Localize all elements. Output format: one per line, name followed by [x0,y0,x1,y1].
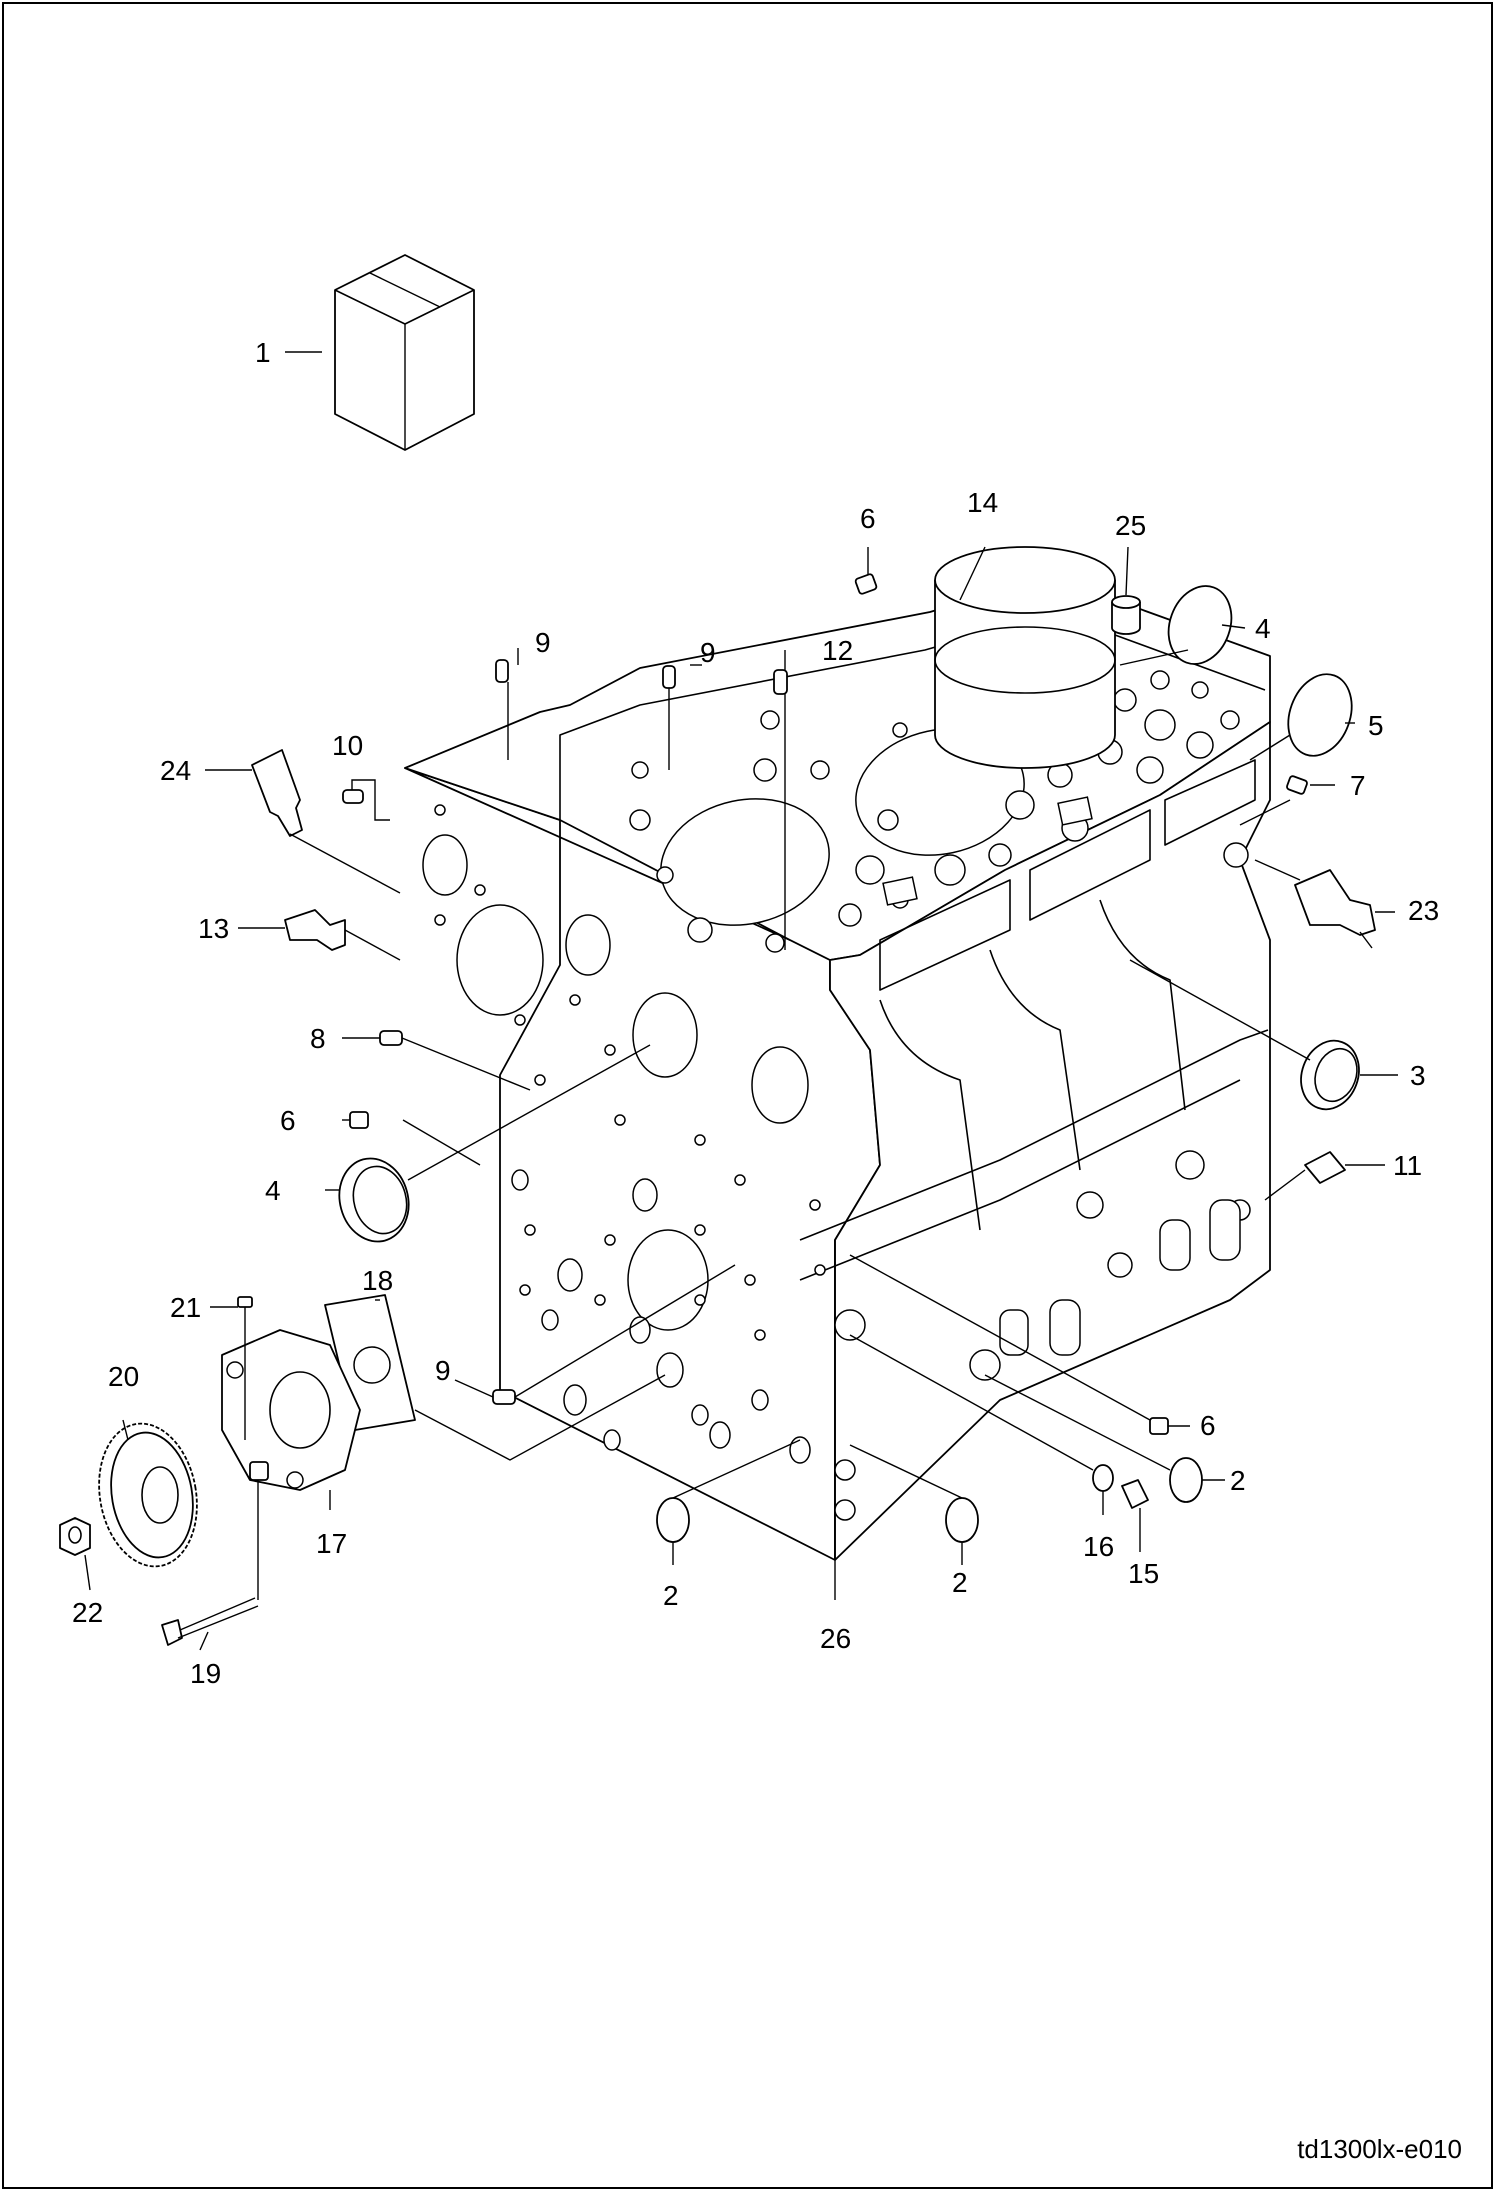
callout-2-middle: 2 [952,1567,968,1598]
callout-2-left: 2 [663,1580,679,1611]
callout-11: 11 [1393,1150,1422,1181]
part-23-sender [1294,869,1376,949]
part-24-sensor [251,749,401,894]
part-21-key [237,1296,253,1308]
callout-19: 19 [190,1658,221,1689]
callout-9-c: 9 [435,1355,451,1386]
part-25-plug [1111,595,1141,635]
part-3-seal [1300,1039,1360,1111]
callout-4-lower: 4 [265,1175,281,1206]
callout-12: 12 [822,635,853,666]
callout-22: 22 [72,1597,103,1628]
part-8-pin [379,1030,403,1046]
callout-6-left: 6 [280,1105,296,1136]
callout-17: 17 [316,1528,347,1559]
part-20-gear [98,1422,198,1568]
figure-reference: td1300lx-e010 [1297,2134,1462,2164]
callout-9-b: 9 [700,637,716,668]
callout-9-a: 9 [535,627,551,658]
callout-10: 10 [332,730,363,761]
part-6-set-screw-left [349,1111,369,1129]
callout-14: 14 [967,487,998,518]
callout-21: 21 [170,1292,201,1323]
callout-18: 18 [362,1265,393,1296]
part-9-dowel-pin-a [495,659,509,683]
callout-16: 16 [1083,1531,1114,1562]
callout-20: 20 [108,1361,139,1392]
callout-7: 7 [1350,770,1366,801]
part-12-dowel-pin [773,669,788,695]
callout-5: 5 [1368,710,1384,741]
part-26-cylinder-block [404,569,1271,1561]
part-2-plug-a [656,1497,690,1543]
part-9-dowel-pin-c [492,1389,516,1405]
part-10-pin [342,789,364,804]
callout-15: 15 [1128,1558,1159,1589]
part-17-oil-pump [221,1329,361,1491]
part-16-washer [1092,1464,1114,1492]
callout-23: 23 [1408,895,1439,926]
callout-labels: 1 14 25 6 4 5 9 9 12 10 24 7 23 13 3 8 6… [72,337,1439,1689]
callout-24: 24 [160,755,191,786]
callout-6-top: 6 [860,503,876,534]
part-4-seal-upper [1167,585,1233,665]
part-13-pressure-switch [284,909,346,951]
callout-3: 3 [1410,1060,1426,1091]
callout-2-right: 2 [1230,1465,1246,1496]
callout-6-right: 6 [1200,1410,1216,1441]
callout-13: 13 [198,913,229,944]
callout-8: 8 [310,1023,326,1054]
part-6-set-screw-top [854,573,878,595]
part-19-bolt [161,1461,269,1646]
part-4-seal-lower [338,1157,410,1243]
part-9-dowel-pin-b [662,665,676,689]
part-5-cover-plate [1287,673,1353,757]
leader-lines [84,351,1398,1651]
part-7-plug [1286,775,1308,795]
part-14-cylinder-liner [934,546,1116,769]
part-11-bushing [1304,1151,1346,1184]
callout-26: 26 [820,1623,851,1654]
part-22-nut [59,1517,91,1556]
callout-1: 1 [255,337,271,368]
part-1-kit-box [334,254,475,451]
part-2-plug-b [945,1497,979,1543]
part-6-set-screw-right [1149,1417,1169,1435]
part-15-drain-plug [1121,1479,1149,1509]
part-2-plug-c [1169,1457,1203,1503]
callout-25: 25 [1115,510,1146,541]
callout-4-upper: 4 [1255,613,1271,644]
